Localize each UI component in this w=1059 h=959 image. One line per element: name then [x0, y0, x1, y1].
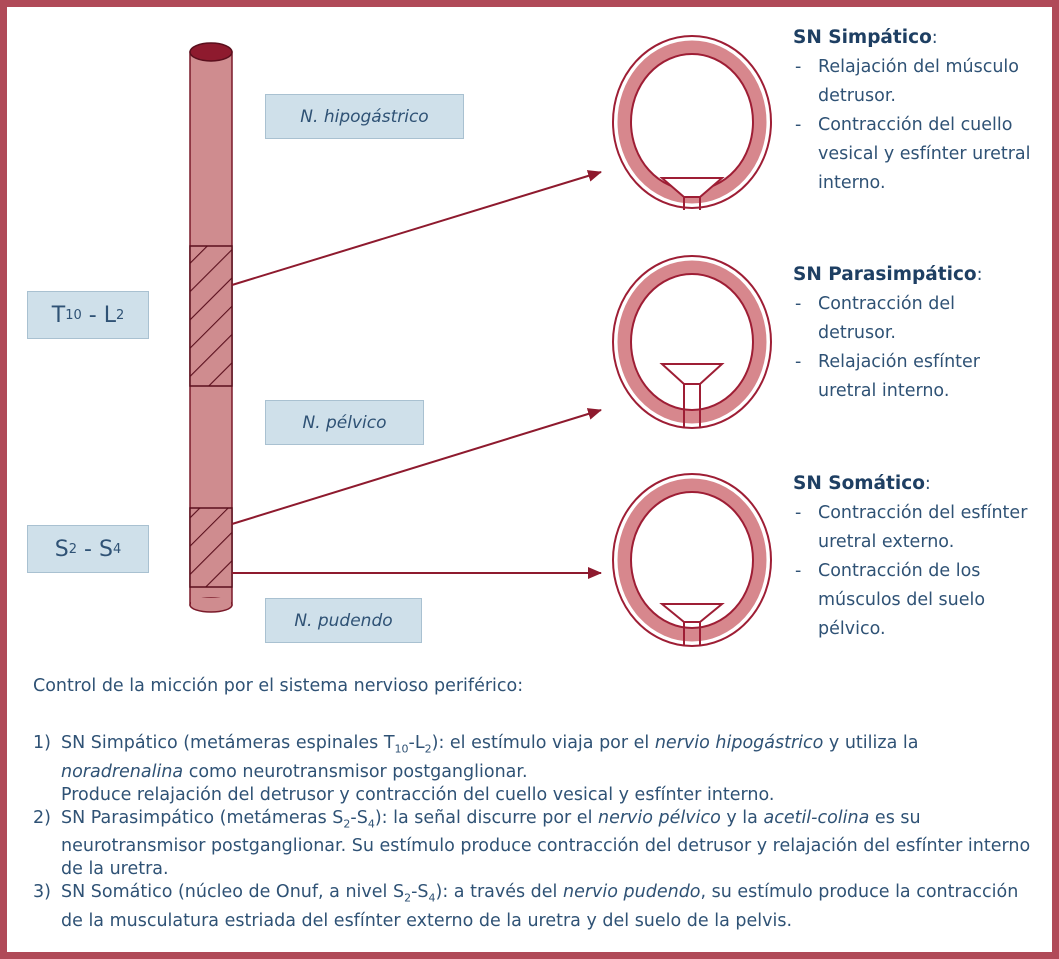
emphasis: nervio pélvico [598, 807, 721, 828]
level-separator: - [77, 536, 99, 562]
list-item: 2) SN Parasimpático (metámeras S2-S4): l… [33, 807, 1043, 882]
text-run: y la [720, 807, 764, 828]
pelvic-nerve-label: N. pélvico [265, 400, 424, 445]
parasympathetic-title: SN Parasimpático [793, 264, 977, 285]
text-run: ): la señal discurre por el [374, 807, 598, 828]
emphasis: acetil-colina [763, 807, 870, 828]
sympathetic-info: SN Simpático: Relajación del músculo det… [793, 23, 1038, 198]
level-letter: S [98, 536, 113, 562]
text-run: como neurotransmisor postganglionar. [183, 761, 528, 782]
emphasis: noradrenalina [61, 761, 184, 782]
subscript: 2 [424, 742, 432, 756]
level-subscript: 2 [115, 307, 125, 323]
text-run: SN Parasimpático (metámeras S [61, 807, 344, 828]
subscript: 4 [367, 817, 375, 830]
emphasis: nervio pudendo [562, 882, 701, 902]
level-subscript: 2 [68, 541, 78, 557]
level-letter: T [51, 302, 66, 328]
bladder-somatic [612, 473, 772, 647]
parasympathetic-effect: Contracción del detrusor. [793, 290, 1038, 348]
level-letter: L [103, 302, 116, 328]
level-subscript: 4 [112, 541, 122, 557]
title-colon: : [976, 265, 983, 285]
text-run: y utiliza la [823, 733, 919, 753]
arrow-pelvic [231, 408, 602, 525]
text-run: , su estímulo produce la contracción de … [61, 882, 1019, 931]
sympathetic-effect: Contracción del cuello vesical y esfínte… [793, 111, 1038, 198]
subscript: 4 [428, 891, 436, 905]
somatic-effect: Contracción del esfínter uretral externo… [793, 499, 1038, 557]
text-run: ): a través del [435, 882, 563, 902]
text-run: -S [350, 807, 368, 828]
list-item: 3) SN Somático (núcleo de Onuf, a nivel … [33, 881, 1043, 933]
sacral-segment [189, 507, 233, 588]
caption: Control de la micción por el sistema ner… [33, 676, 524, 696]
text-run: es su neurotransmisor postganglionar. Su… [61, 807, 1031, 880]
subscript: 2 [343, 817, 351, 830]
somatic-info: SN Somático: Contracción del esfínter ur… [793, 469, 1038, 644]
text-run: SN Somático (núcleo de Onuf, a nivel S [61, 882, 405, 902]
level-subscript: 10 [65, 307, 82, 323]
list-item: 1) SN Simpático (metámeras espinales T10… [33, 732, 1043, 807]
subscript: 2 [404, 891, 412, 905]
parasympathetic-effect: Relajación esfínter uretral interno. [793, 348, 1038, 406]
level-separator: - [81, 302, 104, 328]
title-colon: : [924, 474, 931, 494]
text-run: SN Simpático (metámeras espinales T [61, 733, 395, 753]
sympathetic-effect: Relajación del músculo detrusor. [793, 53, 1038, 111]
somatic-title: SN Somático [793, 473, 925, 494]
title-colon: : [931, 28, 938, 48]
arrow-hypogastric [231, 170, 602, 286]
hypogastric-nerve-label: N. hipogástrico [265, 94, 464, 139]
parasympathetic-info: SN Parasimpático: Contracción del detrus… [793, 260, 1038, 406]
list-number: 1) [33, 733, 51, 753]
list-number: 3) [33, 882, 51, 902]
subscript: 10 [394, 742, 409, 756]
pudendal-nerve-label: N. pudendo [265, 598, 422, 643]
text-run: -S [411, 882, 429, 902]
thoracolumbar-segment [189, 245, 233, 387]
somatic-effect: Contracción de los músculos del suelo pé… [793, 557, 1038, 644]
list-paragraph: Produce relajación del detrusor y contra… [61, 784, 775, 805]
text-run: -L [408, 733, 425, 753]
explanation-list: 1) SN Simpático (metámeras espinales T10… [33, 732, 1043, 933]
list-number: 2) [33, 807, 51, 828]
bladder-parasympathetic [612, 255, 772, 429]
level-letter: S [54, 536, 69, 562]
sympathetic-title: SN Simpático [793, 27, 932, 48]
bladder-sympathetic [612, 35, 772, 210]
text-run: ): el estímulo viaja por el [431, 733, 655, 753]
emphasis: nervio hipogástrico [654, 733, 824, 753]
